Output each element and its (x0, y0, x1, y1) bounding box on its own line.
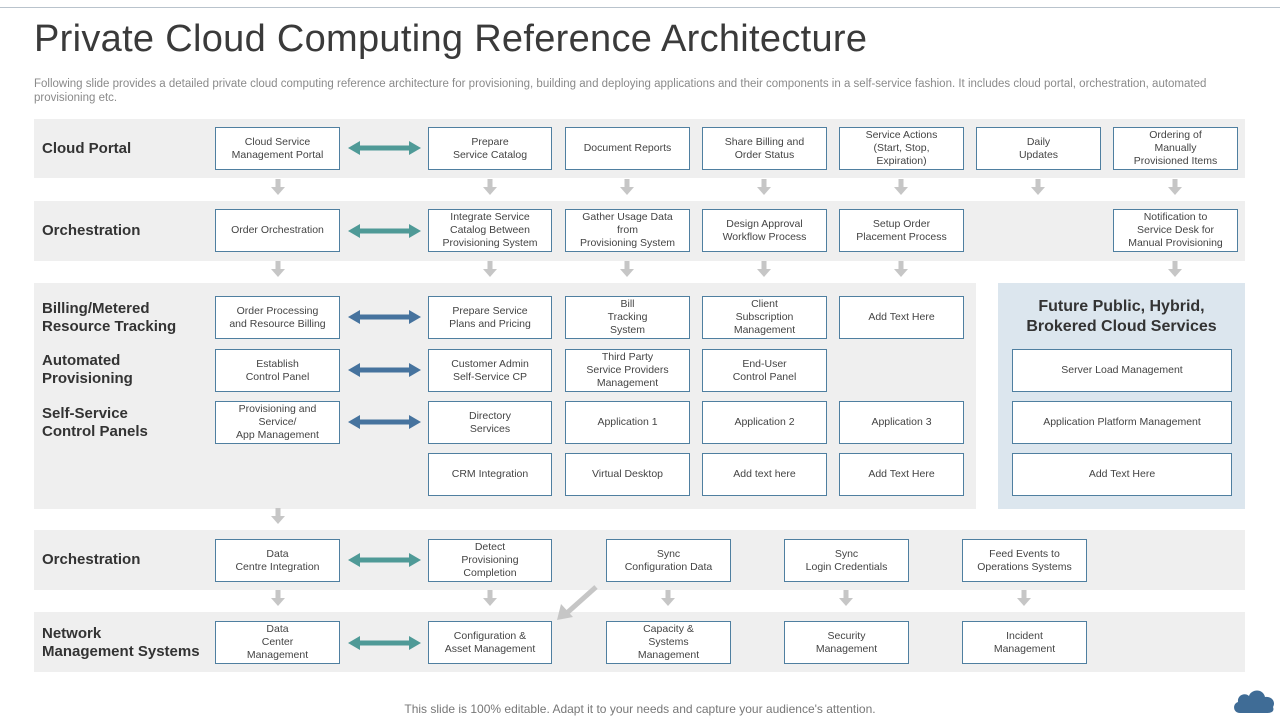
box-application-3: Application 3 (839, 401, 964, 444)
box-data-center-management: Data Center Management (215, 621, 340, 664)
box-share-billing: Share Billing and Order Status (702, 127, 827, 170)
box-sync-login: Sync Login Credentials (784, 539, 909, 582)
box-crm-integration: CRM Integration (428, 453, 552, 496)
down-arrow-icon (1017, 590, 1031, 606)
box-cloud-service-portal: Cloud Service Management Portal (215, 127, 340, 170)
box-configuration-asset: Configuration & Asset Management (428, 621, 552, 664)
down-arrow-icon (757, 261, 771, 277)
box-provisioning-app-management: Provisioning and Service/ App Management (215, 401, 340, 444)
top-rule (0, 7, 1280, 8)
down-arrow-icon (839, 590, 853, 606)
box-data-centre-integration: Data Centre Integration (215, 539, 340, 582)
double-arrow-icon (348, 141, 421, 155)
label-billing: Billing/Metered Resource Tracking (42, 300, 177, 335)
down-arrow-icon (894, 179, 908, 195)
box-daily-updates: Daily Updates (976, 127, 1101, 170)
box-ordering-manual-items: Ordering of Manually Provisioned Items (1113, 127, 1238, 170)
double-arrow-icon (348, 224, 421, 238)
footer-note: This slide is 100% editable. Adapt it to… (404, 702, 876, 716)
down-arrow-icon (271, 179, 285, 195)
double-arrow-icon (348, 636, 421, 650)
box-capacity-systems: Capacity & Systems Management (606, 621, 731, 664)
cloud-icon (1234, 690, 1275, 713)
box-application-2: Application 2 (702, 401, 827, 444)
label-network: Network Management Systems (42, 625, 200, 660)
down-arrow-icon (620, 261, 634, 277)
box-detect-provisioning: Detect Provisioning Completion (428, 539, 552, 582)
down-arrow-icon (620, 179, 634, 195)
future-panel-title: Future Public, Hybrid, Brokered Cloud Se… (1026, 298, 1217, 335)
label-orchestration-1: Orchestration (42, 222, 141, 239)
down-arrow-icon (271, 261, 285, 277)
double-arrow-icon (348, 310, 421, 324)
down-arrow-icon (483, 590, 497, 606)
box-client-subscription: Client Subscription Management (702, 296, 827, 339)
box-app-platform: Application Platform Management (1012, 401, 1232, 444)
down-arrow-icon (1168, 179, 1182, 195)
down-arrow-icon (757, 179, 771, 195)
down-arrow-icon (483, 179, 497, 195)
down-arrow-icon (1168, 261, 1182, 277)
label-cloud-portal: Cloud Portal (42, 140, 132, 157)
page-subtitle: Following slide provides a detailed priv… (34, 78, 1207, 104)
box-gather-usage-data: Gather Usage Data from Provisioning Syst… (565, 209, 690, 252)
box-security-management: Security Management (784, 621, 909, 664)
double-arrow-icon (348, 553, 421, 567)
diagonal-arrow-icon (557, 585, 598, 620)
box-end-user-control-panel: End-User Control Panel (702, 349, 827, 392)
box-feed-events: Feed Events to Operations Systems (962, 539, 1087, 582)
double-arrow-icon (348, 415, 421, 429)
down-arrow-icon (1031, 179, 1045, 195)
label-automated: Automated Provisioning (42, 352, 133, 387)
box-virtual-desktop: Virtual Desktop (565, 453, 690, 496)
box-integrate-service-catalog: Integrate Service Catalog Between Provis… (428, 209, 552, 252)
box-order-processing: Order Processing and Resource Billing (215, 296, 340, 339)
down-arrow-icon (483, 261, 497, 277)
down-arrow-icon (894, 261, 908, 277)
box-sync-configuration: Sync Configuration Data (606, 539, 731, 582)
box-server-load: Server Load Management (1012, 349, 1232, 392)
down-arrow-icon (271, 508, 285, 524)
box-setup-order: Setup Order Placement Process (839, 209, 964, 252)
box-incident-management: Incident Management (962, 621, 1087, 664)
label-self-service: Self-Service Control Panels (42, 405, 148, 440)
box-add-text-billing: Add Text Here (839, 296, 964, 339)
box-prepare-service-plans: Prepare Service Plans and Pricing (428, 296, 552, 339)
box-directory-services: Directory Services (428, 401, 552, 444)
box-application-1: Application 1 (565, 401, 690, 444)
box-order-orchestration: Order Orchestration (215, 209, 340, 252)
box-document-reports: Document Reports (565, 127, 690, 170)
double-arrow-icon (348, 363, 421, 377)
box-establish-control-panel: Establish Control Panel (215, 349, 340, 392)
box-prepare-service-catalog: Prepare Service Catalog (428, 127, 552, 170)
down-arrow-icon (271, 590, 285, 606)
box-add-text-future: Add Text Here (1012, 453, 1232, 496)
label-orchestration-2: Orchestration (42, 551, 141, 568)
box-add-text-extra-2: Add Text Here (839, 453, 964, 496)
box-service-actions: Service Actions (Start, Stop, Expiration… (839, 127, 964, 170)
box-bill-tracking: Bill Tracking System (565, 296, 690, 339)
box-customer-admin: Customer Admin Self-Service CP (428, 349, 552, 392)
box-third-party: Third Party Service Providers Management (565, 349, 690, 392)
box-design-approval: Design Approval Workflow Process (702, 209, 827, 252)
page-title: Private Cloud Computing Reference Archit… (34, 18, 868, 60)
down-arrow-icon (661, 590, 675, 606)
box-add-text-extra-1: Add text here (702, 453, 827, 496)
box-notification-service-desk: Notification to Service Desk for Manual … (1113, 209, 1238, 252)
